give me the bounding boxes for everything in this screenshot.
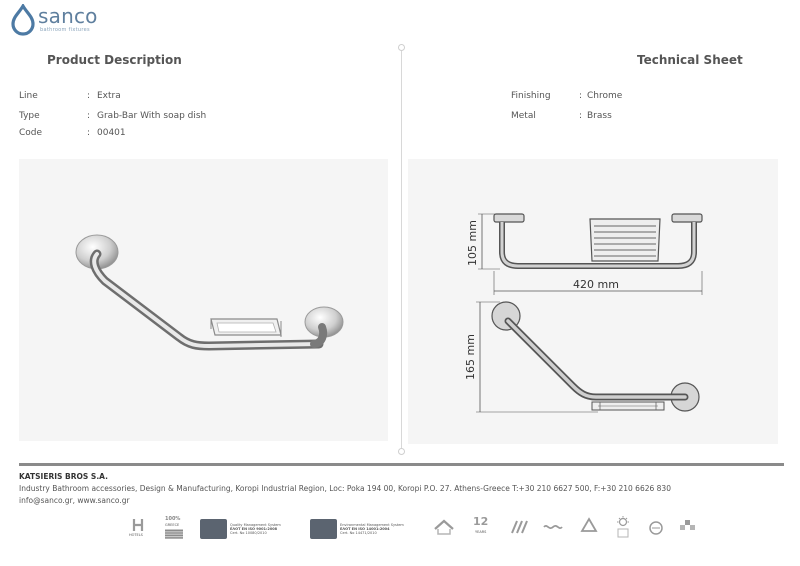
greece-cert: 100% GREECE [163,515,185,543]
quality-badge-cert [645,515,667,543]
spec-label: Line [19,91,38,101]
certification-strip: HOTELS 100% GREECE Quality Management Sy… [127,515,707,545]
water-drop-icon [11,4,35,36]
iso-14001-seal [310,519,337,539]
iso-9001-line1: Quality Management System [230,523,281,527]
wave-icon [543,524,563,530]
company-name: KATSIERIS BROS S.A. [19,472,108,481]
greek-flag-icon [165,529,183,539]
spec-value: Chrome [587,91,623,101]
grab-bar-photo-illustration [75,234,344,351]
side-view [491,301,700,412]
greece-label: GREECE [165,523,180,527]
energy-cert [612,515,634,543]
spec-separator: : [87,128,91,138]
badge-icon [649,521,663,535]
greece-percent: 100% [165,516,181,522]
warranty-cert: 12 YEARS [472,515,494,543]
iso-14001-line3: Cert. No 14471/2010 [340,531,377,535]
construction-cert [432,515,456,543]
water-save-cert [542,515,564,543]
iso-9001-seal [200,519,227,539]
company-address: Industry Bathroom accessories, Design & … [19,484,671,493]
product-photo [19,159,388,441]
iso-14001-line1: Environmental Management System [340,523,404,527]
iso-9001-line2: ΕΛΟΤ EN ISO 9001:2008 [230,527,278,531]
width-label: 420 mm [573,278,619,291]
iso-9001-line3: Cert. No 10080/2010 [230,531,267,535]
center-divider [398,44,405,455]
spec-label: Metal [511,111,536,121]
technical-drawing: 105 mm 420 mm 165 mm [408,159,778,444]
footer-divider [19,463,784,466]
spec-value: 00401 [97,128,126,138]
hotel-icon [132,519,144,531]
height-label: 105 mm [466,220,479,266]
spec-separator: : [87,91,91,101]
sanco-logo: sanco bathroom fixtures [10,4,120,36]
nano-cert [677,515,699,543]
depth-dimension: 165 mm [464,301,598,413]
front-view [493,213,703,269]
spec-label: Code [19,128,43,138]
divider-dot-top [398,44,405,51]
spec-value: Extra [97,91,121,101]
diagonal-cert [508,515,528,543]
recycle-icon [580,517,598,532]
spec-label: Finishing [511,91,551,101]
nano-icon [680,520,695,530]
spec-separator: : [87,111,91,121]
technical-drawing-illustration: 105 mm 420 mm 165 mm [464,213,703,413]
spec-value: Grab-Bar With soap dish [97,111,207,121]
slashes-icon [511,520,528,534]
spec-value: Brass [587,111,612,121]
recycle-cert [578,515,600,543]
spec-separator: : [579,111,583,121]
company-contact: info@sanco.gr, www.sanco.gr [19,496,130,505]
product-description-heading: Product Description [47,53,182,67]
warranty-label: YEARS [475,530,487,534]
iso-14001-cert: Environmental Management System ΕΛΟΤ EN … [310,515,420,543]
iso-9001-cert: Quality Management System ΕΛΟΤ EN ISO 90… [200,515,300,543]
hotels-cert: HOTELS [127,515,149,543]
sun-icon [617,516,629,538]
hotels-label: HOTELS [129,533,143,537]
technical-sheet-heading: Technical Sheet [637,53,743,67]
warranty-number: 12 [473,515,489,528]
spec-separator: : [579,91,583,101]
iso-14001-line2: ΕΛΟΤ EN ISO 14001:2004 [340,527,390,531]
spec-label: Type [19,111,40,121]
house-roof-icon [434,519,454,535]
height-dimension: 105 mm [466,213,500,270]
width-dimension: 420 mm [493,271,703,295]
brand-tagline: bathroom fixtures [40,27,90,33]
divider-dot-bottom [398,448,405,455]
brand-name: sanco [38,4,98,28]
depth-label: 165 mm [464,334,477,380]
